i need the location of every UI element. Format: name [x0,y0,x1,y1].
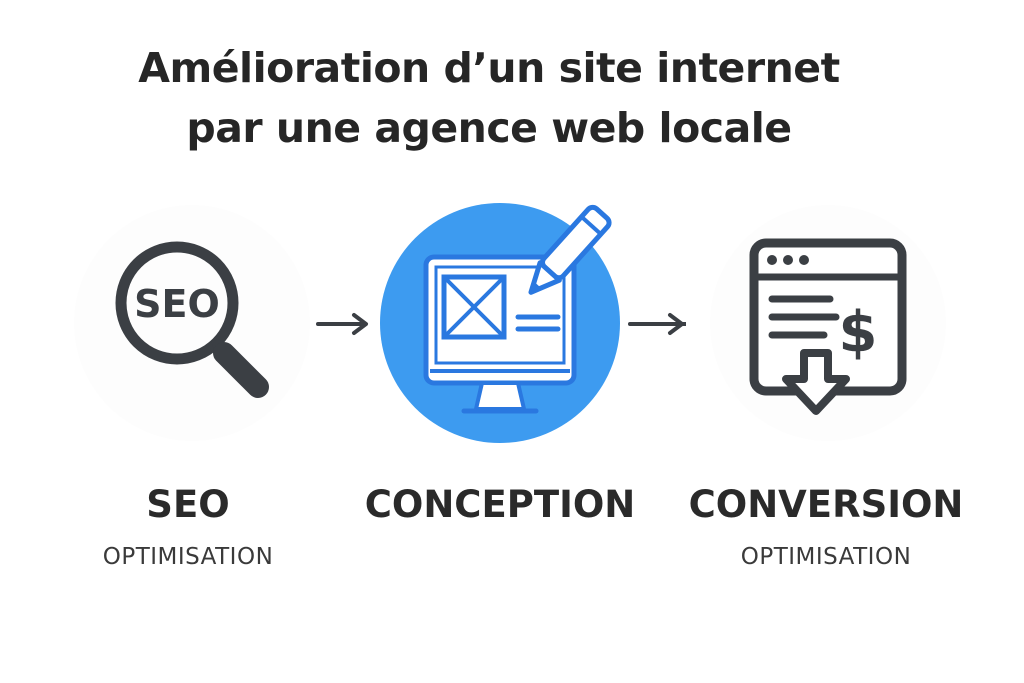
diagram-title: Amélioration d’un site internet par une … [0,38,978,158]
seo-magnifier-icon: SEO [72,203,312,443]
step-label-seo: SEO [146,483,230,526]
arrow-right-icon [314,309,374,339]
monitor-pencil-icon [380,203,620,443]
arrow-right-icon [626,309,686,339]
dollar-sign-text: $ [839,300,878,365]
step-label-conception: CONCEPTION [364,483,636,526]
browser-dollar-icon: $ [708,203,948,443]
title-line-2: par une agence web locale [186,104,792,152]
seo-badge-text: SEO [134,282,220,326]
step-sublabel-conversion: OPTIMISATION [740,544,912,570]
step-sublabel-seo: OPTIMISATION [102,544,274,570]
title-line-1: Amélioration d’un site internet [138,44,840,92]
step-label-conversion: CONVERSION [688,483,964,526]
